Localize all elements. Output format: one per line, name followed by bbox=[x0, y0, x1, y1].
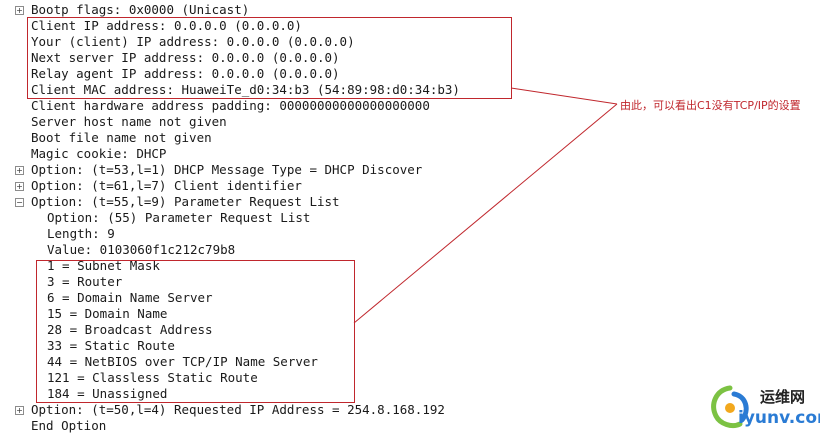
tree-row-param-subnet-mask[interactable]: 1 = Subnet Mask bbox=[47, 258, 160, 274]
tree-row-label: 15 = Domain Name bbox=[47, 306, 168, 321]
tree-row-label: Magic cookie: DHCP bbox=[31, 146, 167, 161]
tree-row-label: Option: (t=53,l=1) DHCP Message Type = D… bbox=[31, 162, 423, 177]
tree-row-bootp-flags[interactable]: + Bootp flags: 0x0000 (Unicast) bbox=[15, 2, 250, 18]
tree-row-label: Client MAC address: HuaweiTe_d0:34:b3 (5… bbox=[31, 82, 460, 97]
tree-row-label: Boot file name not given bbox=[31, 130, 212, 145]
tree-row-label: Client hardware address padding: 0000000… bbox=[31, 98, 430, 113]
site-watermark-logo: 运维网 iyunv.com bbox=[708, 382, 820, 432]
expand-toggle-icon[interactable]: + bbox=[15, 406, 24, 415]
tree-row-label: 44 = NetBIOS over TCP/IP Name Server bbox=[47, 354, 318, 369]
tree-row-client-mac[interactable]: Client MAC address: HuaweiTe_d0:34:b3 (5… bbox=[31, 82, 460, 98]
tree-row-next-server-ip[interactable]: Next server IP address: 0.0.0.0 (0.0.0.0… bbox=[31, 50, 340, 66]
tree-row-param-router[interactable]: 3 = Router bbox=[47, 274, 122, 290]
tree-row-param-broadcast[interactable]: 28 = Broadcast Address bbox=[47, 322, 213, 338]
tree-row-label: 1 = Subnet Mask bbox=[47, 258, 160, 273]
tree-row-label: 33 = Static Route bbox=[47, 338, 175, 353]
tree-row-server-host-name[interactable]: Server host name not given bbox=[31, 114, 227, 130]
tree-row-hw-padding[interactable]: Client hardware address padding: 0000000… bbox=[31, 98, 430, 114]
tree-row-label: Relay agent IP address: 0.0.0.0 (0.0.0.0… bbox=[31, 66, 340, 81]
tree-row-param-netbios[interactable]: 44 = NetBIOS over TCP/IP Name Server bbox=[47, 354, 318, 370]
connector-line-lower bbox=[353, 103, 618, 324]
connector-line-upper bbox=[510, 87, 618, 105]
tree-row-option-61[interactable]: + Option: (t=61,l=7) Client identifier bbox=[15, 178, 302, 194]
tree-row-option-55-header[interactable]: Option: (55) Parameter Request List bbox=[47, 210, 310, 226]
tree-row-option-50[interactable]: + Option: (t=50,l=4) Requested IP Addres… bbox=[15, 402, 445, 418]
tree-row-option-55-length[interactable]: Length: 9 bbox=[47, 226, 115, 242]
tree-row-param-static-route[interactable]: 33 = Static Route bbox=[47, 338, 175, 354]
tree-row-boot-file-name[interactable]: Boot file name not given bbox=[31, 130, 212, 146]
tree-row-label: Bootp flags: 0x0000 (Unicast) bbox=[31, 2, 250, 17]
tree-row-label: 3 = Router bbox=[47, 274, 123, 289]
expand-toggle-icon[interactable]: + bbox=[15, 6, 24, 15]
tree-row-param-dns[interactable]: 6 = Domain Name Server bbox=[47, 290, 213, 306]
watermark-en-text: iyunv.com bbox=[738, 408, 820, 428]
tree-row-option-55-value[interactable]: Value: 0103060f1c212c79b8 bbox=[47, 242, 235, 258]
tree-row-label: 121 = Classless Static Route bbox=[47, 370, 258, 385]
tree-row-label: Option: (t=61,l=7) Client identifier bbox=[31, 178, 302, 193]
tree-row-client-ip[interactable]: Client IP address: 0.0.0.0 (0.0.0.0) bbox=[31, 18, 302, 34]
tree-row-label: Length: 9 bbox=[47, 226, 115, 241]
tree-row-label: 184 = Unassigned bbox=[47, 386, 168, 401]
tree-row-end-option[interactable]: End Option bbox=[31, 418, 106, 434]
tree-row-label: Client IP address: 0.0.0.0 (0.0.0.0) bbox=[31, 18, 302, 33]
expand-toggle-icon[interactable]: + bbox=[15, 182, 24, 191]
annotation-note: 由此，可以看出C1没有TCP/IP的设置 bbox=[620, 99, 801, 112]
tree-row-label: End Option bbox=[31, 418, 107, 433]
tree-row-label: Your (client) IP address: 0.0.0.0 (0.0.0… bbox=[31, 34, 355, 49]
tree-row-magic-cookie[interactable]: Magic cookie: DHCP bbox=[31, 146, 166, 162]
watermark-cn-text: 运维网 bbox=[760, 388, 806, 406]
tree-row-your-ip[interactable]: Your (client) IP address: 0.0.0.0 (0.0.0… bbox=[31, 34, 355, 50]
tree-row-label: Next server IP address: 0.0.0.0 (0.0.0.0… bbox=[31, 50, 340, 65]
tree-row-label: Option: (55) Parameter Request List bbox=[47, 210, 311, 225]
tree-row-option-53[interactable]: + Option: (t=53,l=1) DHCP Message Type =… bbox=[15, 162, 423, 178]
tree-row-label: 6 = Domain Name Server bbox=[47, 290, 213, 305]
tree-row-relay-agent-ip[interactable]: Relay agent IP address: 0.0.0.0 (0.0.0.0… bbox=[31, 66, 340, 82]
tree-row-param-unassigned[interactable]: 184 = Unassigned bbox=[47, 386, 167, 402]
tree-row-label: 28 = Broadcast Address bbox=[47, 322, 213, 337]
tree-row-label: Value: 0103060f1c212c79b8 bbox=[47, 242, 236, 257]
swirl-logo-icon bbox=[711, 385, 749, 429]
tree-row-label: Option: (t=50,l=4) Requested IP Address … bbox=[31, 402, 445, 417]
collapse-toggle-icon[interactable]: − bbox=[15, 198, 24, 207]
expand-toggle-icon[interactable]: + bbox=[15, 166, 24, 175]
tree-row-param-domain-name[interactable]: 15 = Domain Name bbox=[47, 306, 167, 322]
tree-row-label: Option: (t=55,l=9) Parameter Request Lis… bbox=[31, 194, 340, 209]
tree-row-label: Server host name not given bbox=[31, 114, 227, 129]
tree-row-option-55[interactable]: − Option: (t=55,l=9) Parameter Request L… bbox=[15, 194, 340, 210]
tree-row-param-classless-route[interactable]: 121 = Classless Static Route bbox=[47, 370, 258, 386]
